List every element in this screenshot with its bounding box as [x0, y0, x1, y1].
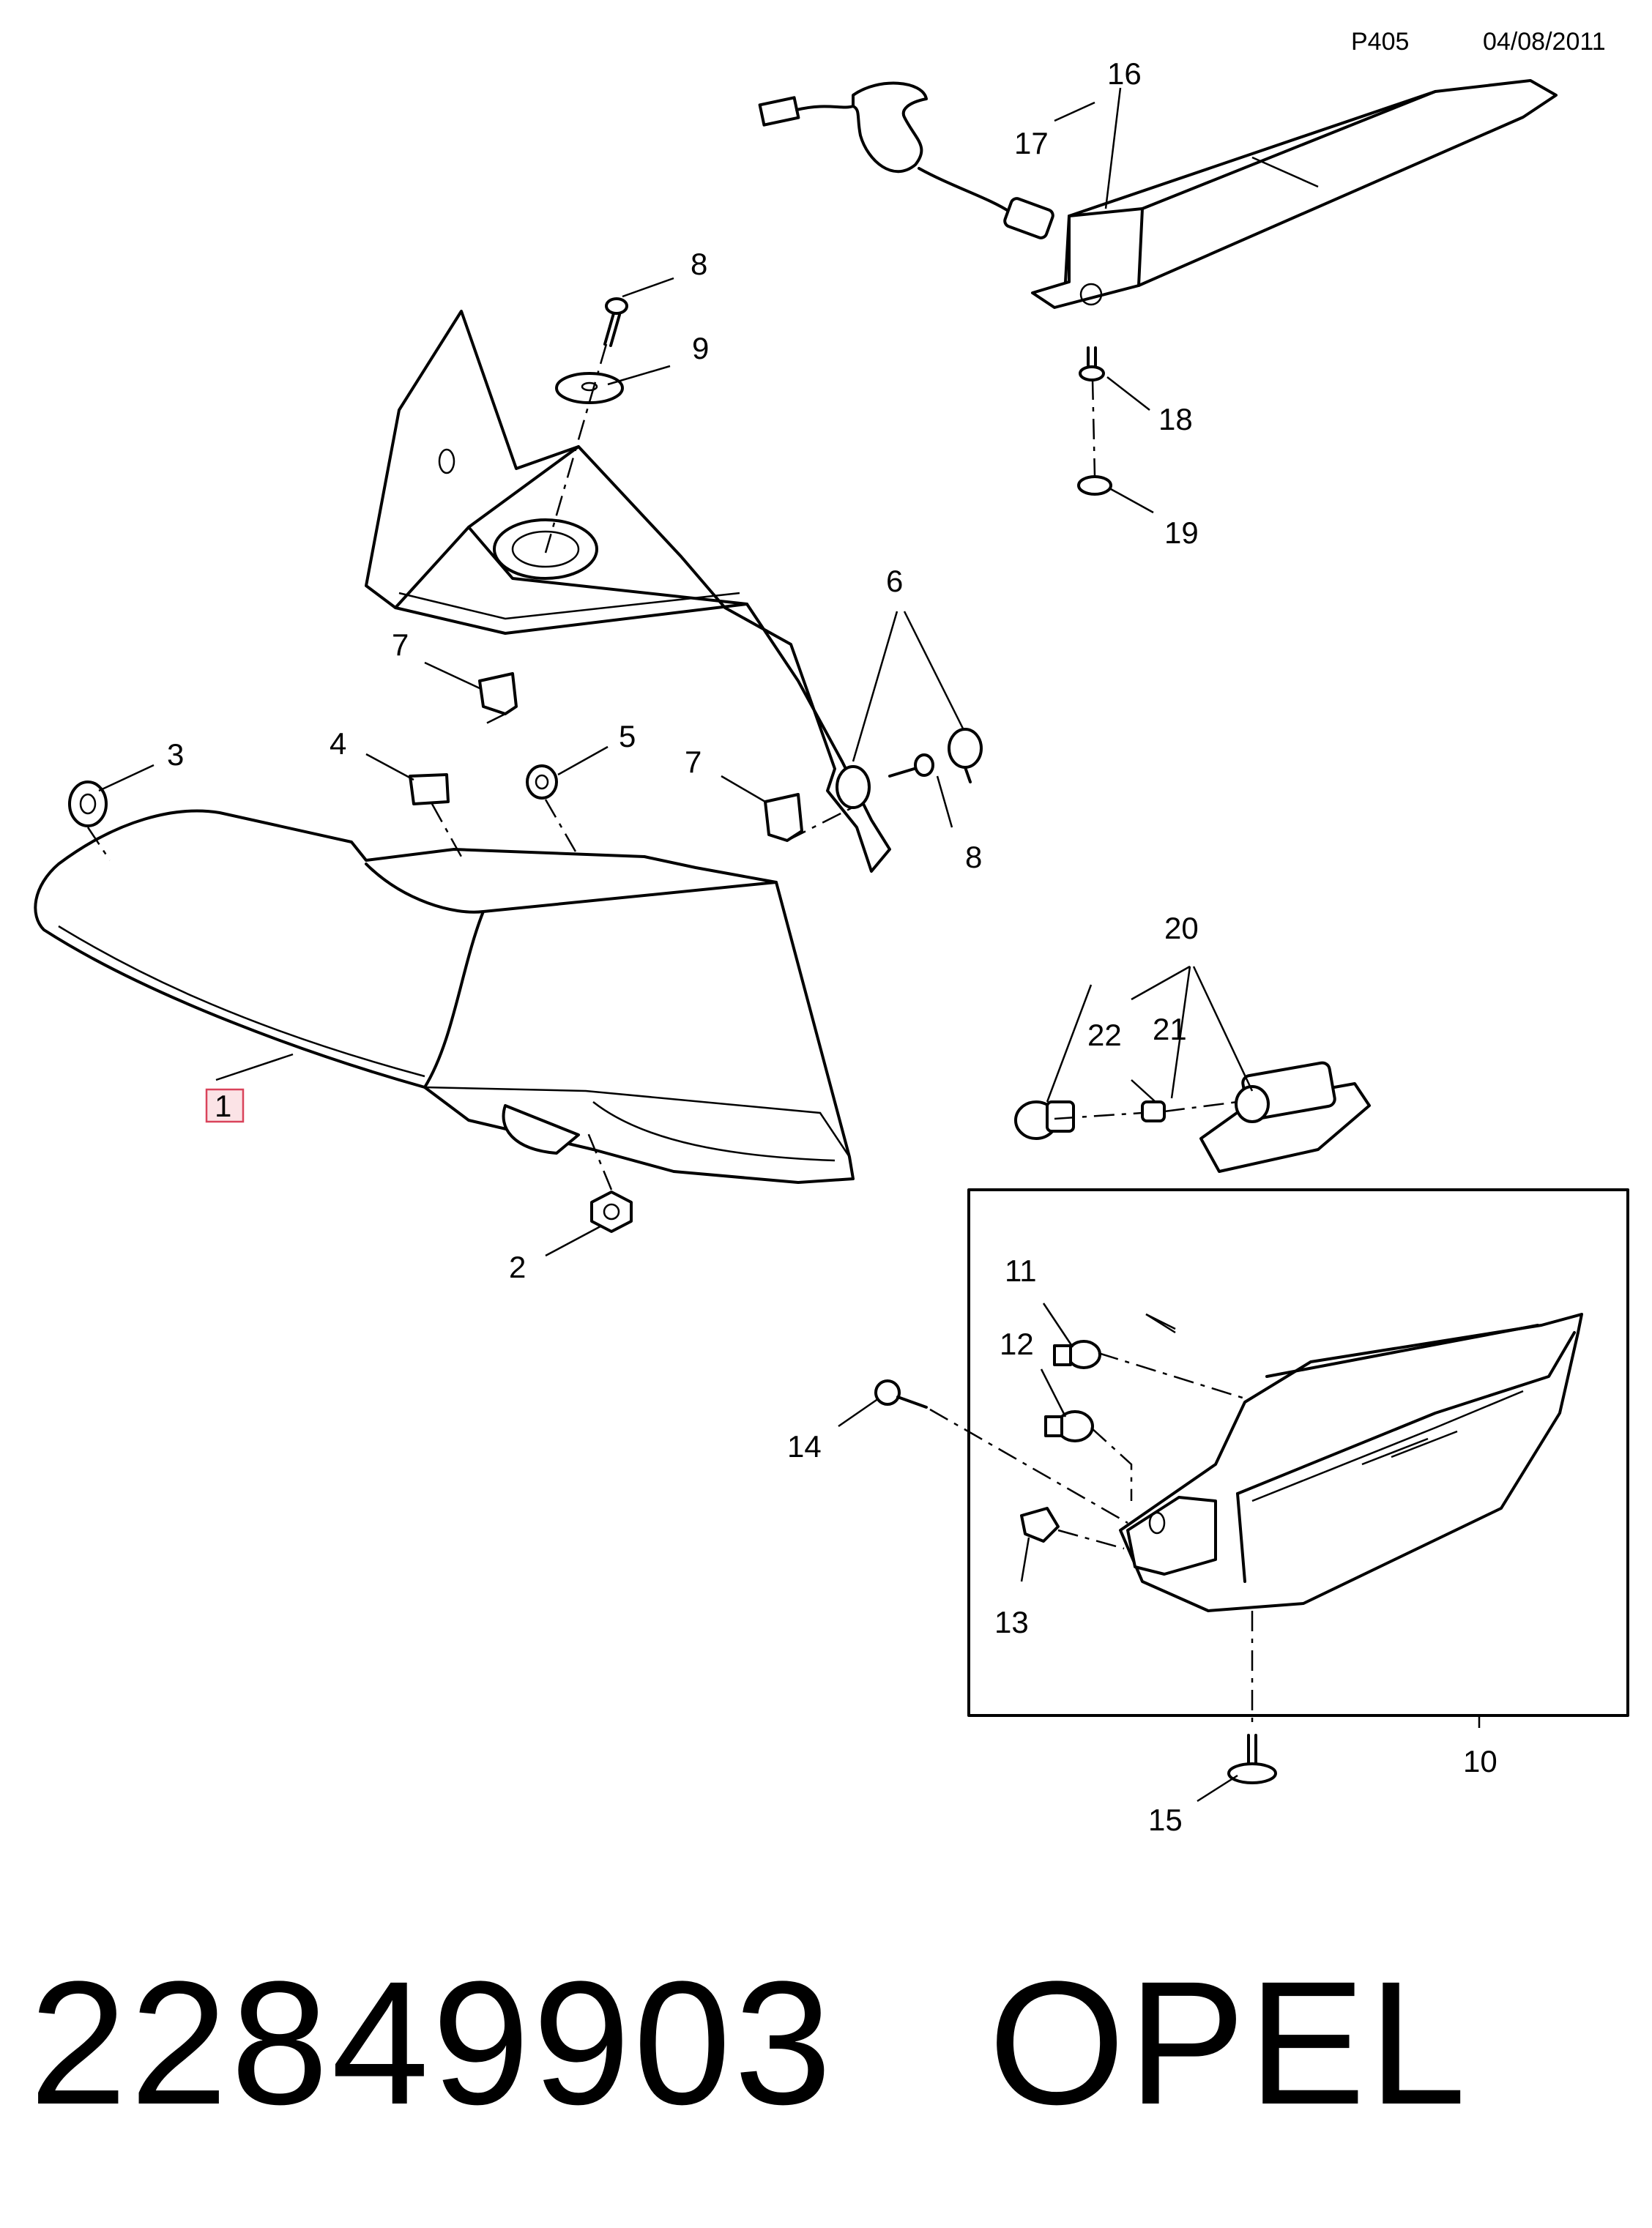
callout-10: 10 [1463, 1744, 1497, 1778]
callout-8-lower: 8 [965, 840, 982, 874]
clip-7-upper [478, 672, 518, 715]
grommet-3 [68, 780, 108, 827]
diagram-date: 04/08/2011 [1483, 28, 1606, 56]
high-mount-stop-lamp [1031, 79, 1558, 309]
fog-lamp-assembly [1119, 1313, 1583, 1612]
callout-20: 20 [1164, 911, 1199, 945]
cap-6 [948, 728, 983, 783]
page-code: P405 [1351, 28, 1409, 56]
callout-18: 18 [1158, 402, 1193, 436]
callout-4: 4 [330, 726, 346, 761]
highlight-box-part-1 [205, 1088, 245, 1123]
callout-12: 12 [1000, 1327, 1034, 1361]
callout-22: 22 [1087, 1018, 1122, 1052]
callout-11: 11 [1005, 1253, 1037, 1288]
callout-13: 13 [994, 1605, 1029, 1639]
screw-8-lower [888, 753, 934, 778]
callout-17: 17 [1014, 126, 1049, 160]
screw-8-upper [603, 297, 628, 347]
screw-14 [874, 1379, 928, 1409]
callout-14: 14 [787, 1429, 822, 1464]
screw-18 [1079, 346, 1105, 381]
washer-9 [555, 372, 624, 404]
callout-leaders [98, 87, 1481, 1803]
bulb-21 [1141, 1100, 1166, 1122]
callout-21: 21 [1153, 1012, 1187, 1046]
nut-2 [590, 1191, 633, 1233]
callout-15: 15 [1148, 1803, 1183, 1837]
clip-4 [409, 773, 450, 805]
license-lamp-20 [1199, 1061, 1371, 1173]
socket-22 [1014, 1100, 1075, 1140]
callout-16: 16 [1107, 56, 1142, 91]
lamp-housing-upper [365, 310, 891, 873]
callout-3: 3 [167, 737, 184, 772]
callout-2: 2 [509, 1250, 526, 1284]
callout-7-upper: 7 [392, 627, 409, 662]
screw-15 [1227, 1734, 1277, 1784]
callout-8-upper: 8 [691, 247, 707, 281]
part-number: 22849903 [29, 1945, 835, 2141]
footer-part-label: 22849903 OPEL [29, 1940, 1626, 2145]
callout-9: 9 [692, 331, 709, 365]
stop-lamp-wiring-harness [758, 81, 1054, 239]
assembly-centerlines [86, 343, 1254, 1728]
bulb-12 [1044, 1410, 1094, 1442]
callout-6: 6 [886, 564, 903, 598]
clip-13 [1020, 1507, 1060, 1543]
fog-lamp-box-10 [967, 1188, 1629, 1717]
grommet-5 [526, 764, 558, 800]
grommet-19 [1077, 475, 1112, 496]
clip-7-lower [764, 793, 803, 842]
brand-name: OPEL [988, 1945, 1470, 2141]
callout-5: 5 [619, 719, 636, 753]
callout-19: 19 [1164, 515, 1199, 550]
callout-1: 1 [215, 1089, 231, 1123]
callout-7-lower: 7 [685, 745, 702, 779]
bulb-11 [1053, 1340, 1101, 1369]
tail-lamp-assembly [34, 809, 855, 1184]
